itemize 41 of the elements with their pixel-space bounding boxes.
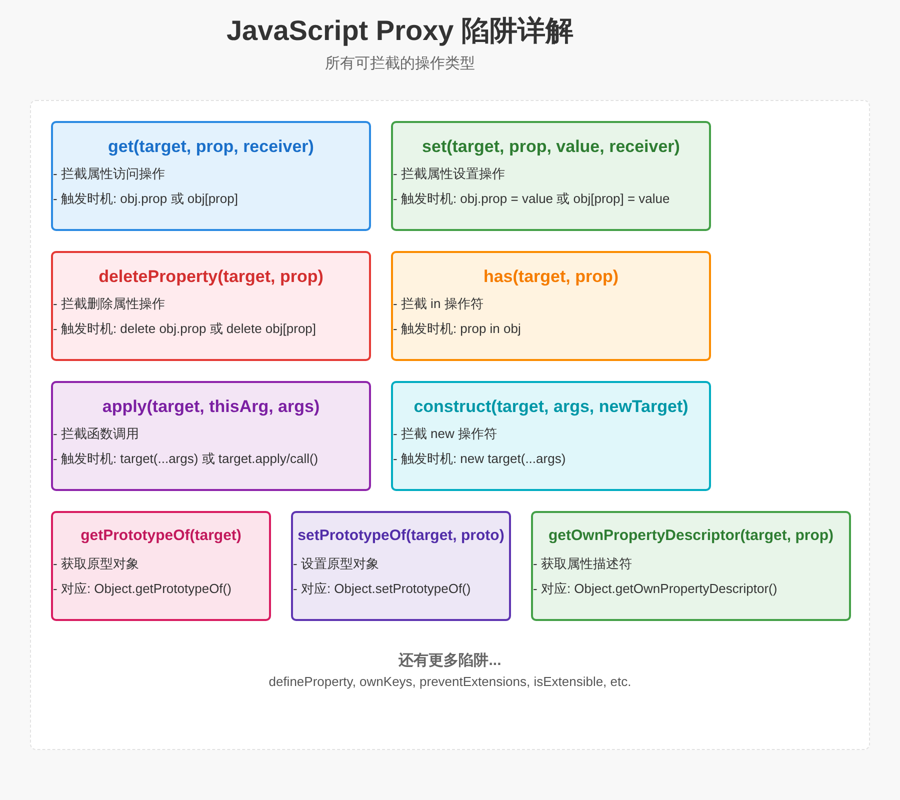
trap-card	[391, 121, 711, 231]
description-text: - 对应: Object.getPrototypeOf()	[53, 580, 232, 598]
description-text: - 触发时机: delete obj.prop 或 delete obj[prop]	[53, 320, 316, 338]
trap-card	[51, 511, 271, 621]
description-text: - 拦截属性设置操作	[393, 165, 505, 183]
trap-signature: deleteProperty(target, prop)	[98, 267, 324, 287]
description-text: - 拦截函数调用	[53, 425, 139, 443]
description-text: - 拦截 in 操作符	[393, 295, 484, 313]
more-traps-text: defineProperty, ownKeys, preventExtensions, isExtensible, etc.	[268, 674, 632, 689]
trap-card	[291, 511, 511, 621]
description-text: - 触发时机: obj.prop = value 或 obj[prop] = value	[393, 190, 670, 208]
description-text: - 获取原型对象	[53, 555, 139, 573]
trap-card	[51, 381, 371, 491]
trap-card	[51, 251, 371, 361]
trap-signature: set(target, prop, value, receiver)	[422, 137, 680, 157]
description-text: - 拦截删除属性操作	[53, 295, 165, 313]
description-text: - 拦截 new 操作符	[393, 425, 498, 443]
trap-signature: construct(target, args, newTarget)	[414, 397, 688, 417]
trap-card	[391, 381, 711, 491]
more-heading: 还有更多陷阱...	[398, 651, 502, 670]
description-text: - 对应: Object.setPrototypeOf()	[293, 580, 471, 598]
trap-card	[51, 121, 371, 231]
trap-signature: get(target, prop, receiver)	[108, 137, 314, 157]
trap-signature: setPrototypeOf(target, proto)	[298, 527, 504, 544]
subtitle: 所有可拦截的操作类型	[325, 54, 475, 73]
description-text: - 触发时机: obj.prop 或 obj[prop]	[53, 190, 238, 208]
trap-signature: getPrototypeOf(target)	[80, 527, 242, 544]
description-text: - 触发时机: prop in obj	[393, 320, 521, 338]
description-text: - 对应: Object.getOwnPropertyDescriptor()	[533, 580, 778, 598]
description-text: - 触发时机: new target(...args)	[393, 450, 566, 468]
trap-card	[531, 511, 851, 621]
trap-signature: apply(target, thisArg, args)	[102, 397, 320, 417]
panel-background	[30, 100, 870, 750]
description-text: - 触发时机: target(...args) 或 target.apply/call()	[53, 450, 318, 468]
description-text: - 设置原型对象	[293, 555, 379, 573]
description-text: - 拦截属性访问操作	[53, 165, 165, 183]
diagram-title: JavaScript Proxy 陷阱详解	[226, 14, 574, 48]
description-text: - 获取属性描述符	[533, 555, 632, 573]
trap-signature: has(target, prop)	[483, 267, 619, 287]
trap-signature: getOwnPropertyDescriptor(target, prop)	[548, 527, 834, 544]
trap-card	[391, 251, 711, 361]
